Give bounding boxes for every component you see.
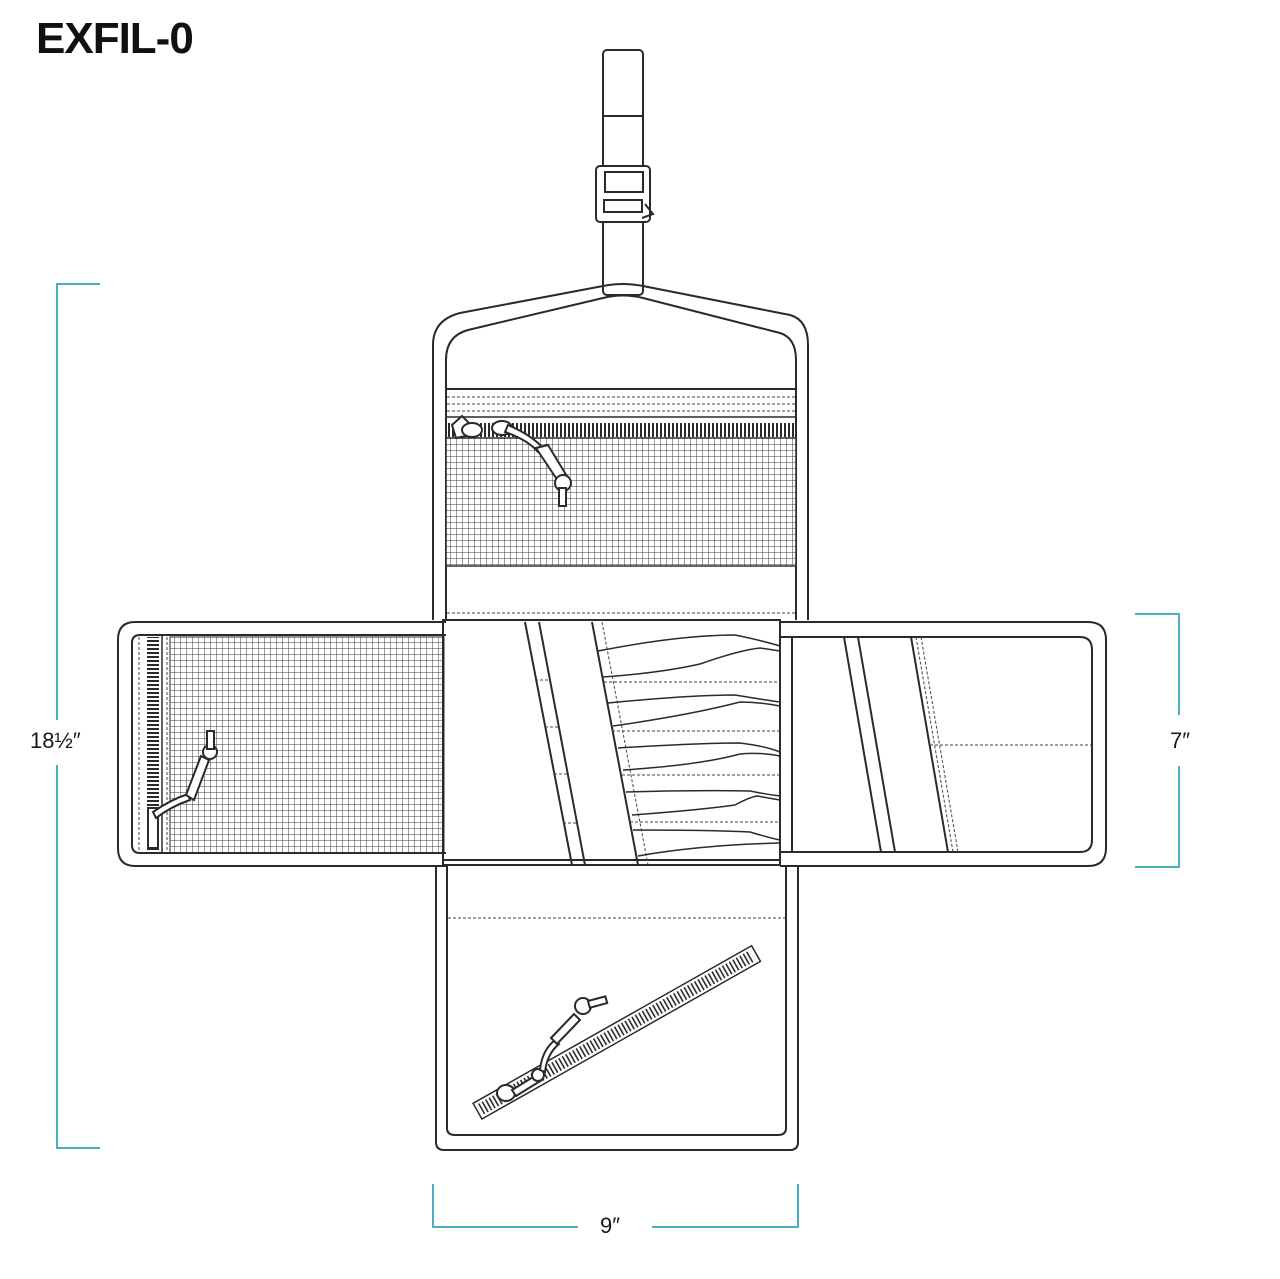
diagonal-zipper <box>472 944 762 1120</box>
zipper-pull-icon <box>450 414 572 507</box>
product-title: EXFIL-0 <box>36 14 194 63</box>
dimension-label-height-total: 18½″ <box>26 728 85 754</box>
bottom-panel <box>435 866 799 1151</box>
dimension-height-side <box>1135 613 1180 868</box>
dimension-label-height-side: 7″ <box>1166 728 1195 754</box>
left-panel <box>117 621 446 867</box>
dimension-label-width-body: 9″ <box>596 1213 625 1239</box>
zipper-pull-icon <box>147 730 218 849</box>
right-panel <box>780 621 1107 867</box>
center-panel <box>442 619 781 866</box>
dimension-width-body <box>432 1184 799 1228</box>
elastic-loops <box>597 634 781 857</box>
top-panel <box>432 283 809 620</box>
zipper-pull-icon <box>496 995 609 1102</box>
dimension-height-total <box>56 283 100 1149</box>
buckle-icon <box>595 165 655 223</box>
